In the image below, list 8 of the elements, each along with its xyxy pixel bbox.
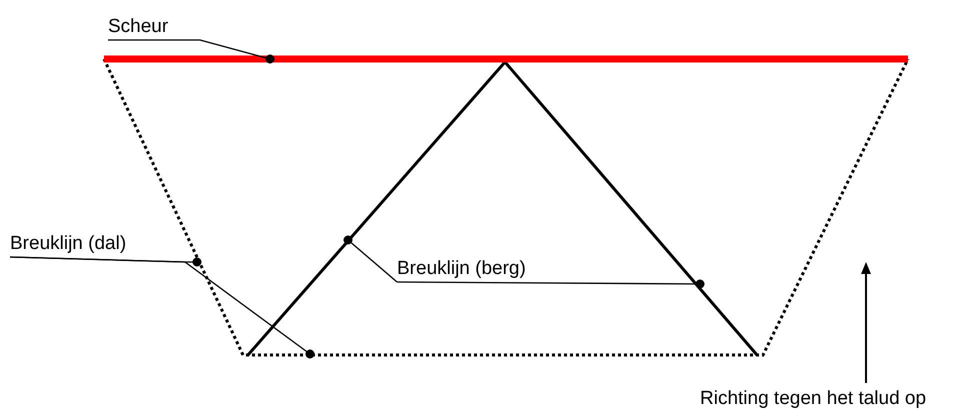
callout-label: Breuklijn (dal)	[10, 233, 126, 255]
callout-label: Scheur	[108, 16, 168, 38]
leader-line	[397, 280, 704, 288]
leader-line	[108, 39, 274, 64]
direction-label: Richting tegen het talud op	[700, 388, 926, 410]
callout-label: Breuklijn (berg)	[397, 258, 526, 280]
leader-line	[10, 256, 314, 358]
leader-line	[344, 236, 398, 282]
